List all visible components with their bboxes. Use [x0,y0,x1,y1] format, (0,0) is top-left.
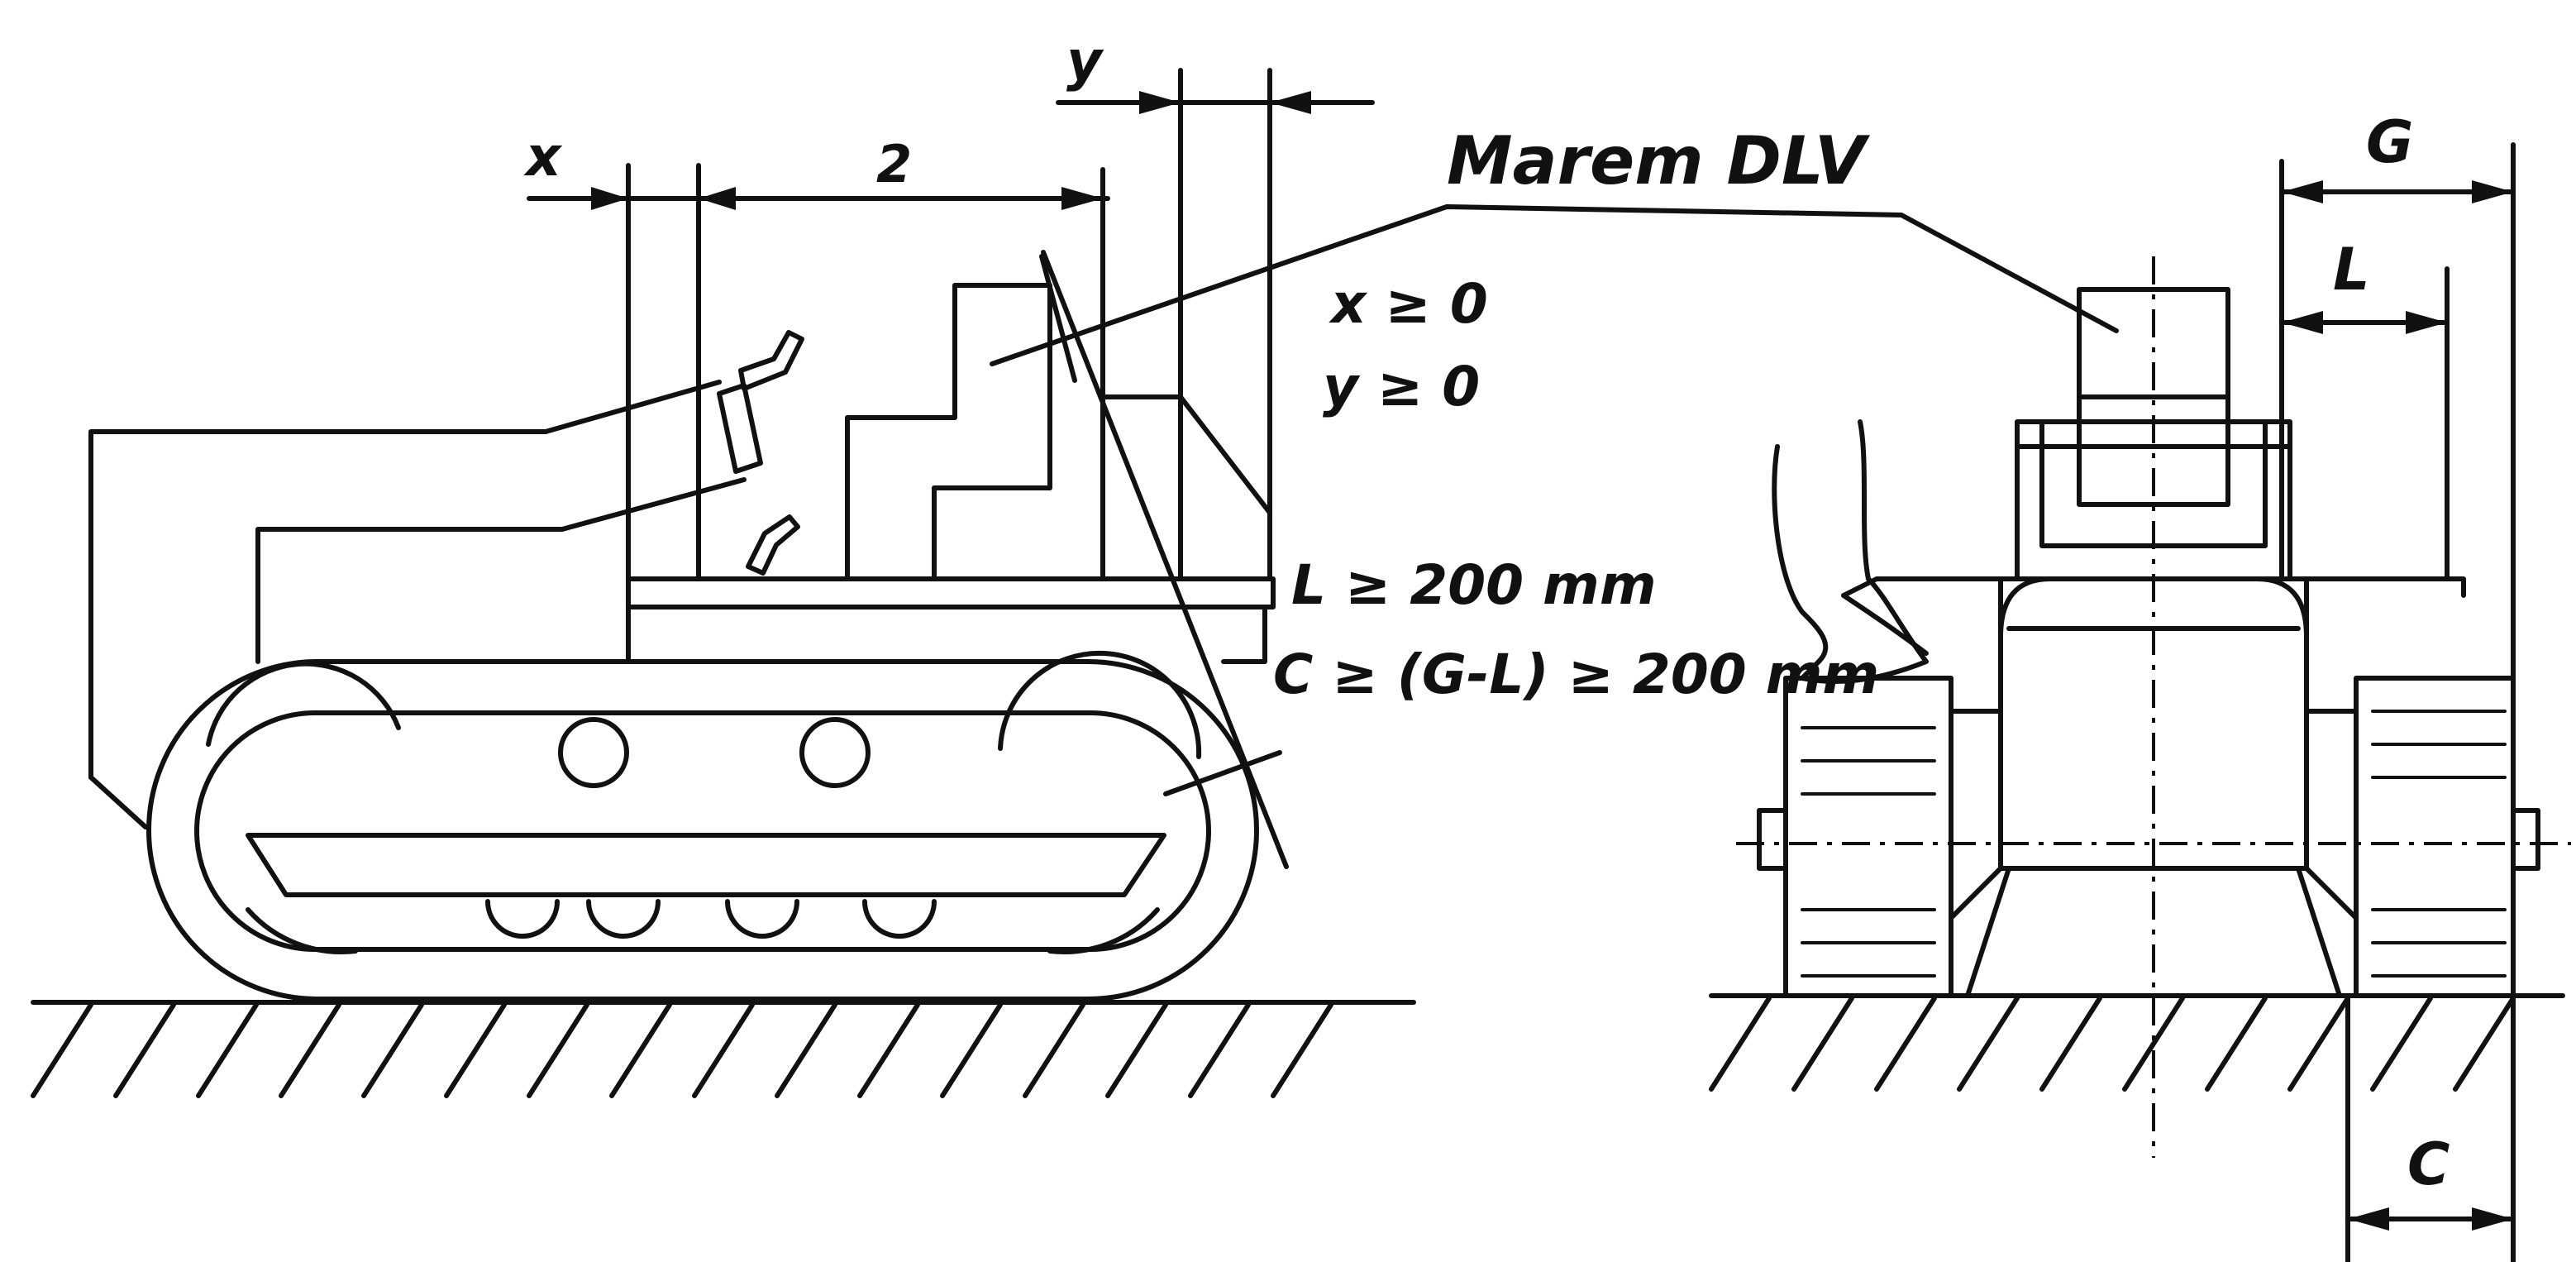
condition-c: C ≥ (G-L) ≥ 200 mm [1273,643,1879,706]
dlv-leader [990,204,2119,366]
dlv-front [2077,287,2230,507]
ground-hatch-stroke [775,1002,837,1098]
ground-hatch-stroke [1709,996,1772,1092]
ground-hatch-stroke [1791,996,1854,1092]
ground-hatch-stroke [1023,1002,1085,1098]
side-view: x 2 y [31,29,1416,1098]
ground-hatch-stroke [279,1002,341,1098]
front-view: G L C [1709,108,2571,1262]
tractor-body-side [88,330,1276,829]
ground-hatch-stroke [196,1002,259,1098]
ground-hatch-stroke [2287,996,2350,1092]
ground-hatch-stroke [361,1002,424,1098]
ground-hatch-stroke [2039,996,2102,1092]
ground-hatch-stroke [940,1002,1003,1098]
ground-hatch-stroke [1271,1002,1333,1098]
ground-hatch-stroke [2453,996,2516,1092]
ground-hatch-stroke [1105,1002,1168,1098]
condition-l: L ≥ 200 mm [1291,553,1657,617]
ground-hatch-stroke [444,1002,507,1098]
ground-hatch-stroke [857,1002,920,1098]
dlv-side [845,283,1052,581]
dlv-label: Marem DLV [1447,122,1871,199]
dim-z-label: 2 [876,134,912,194]
ground-hatch-stroke [2122,996,2185,1092]
dim-l-label: L [2333,236,2370,304]
dim-y-label: y [1066,29,1104,93]
ground-hatch-stroke [113,1002,176,1098]
operator-hand [1772,419,1929,684]
ground-hatch-stroke [1874,996,1937,1092]
condition-x: x ≥ 0 [1329,272,1488,336]
ground-hatch-stroke [1188,1002,1251,1098]
ground-hatch-stroke [2370,996,2433,1092]
ground-hatch-stroke [527,1002,589,1098]
condition-y: y ≥ 0 [1323,355,1480,418]
ground-hatch-stroke [2205,996,2268,1092]
ground-side [31,1000,1416,1098]
track-left-front [1757,676,1953,998]
cab-frame-side [1039,68,1289,869]
crawler-track-side [146,650,1259,1001]
dim-g-label: G [2366,108,2413,176]
ground-hatch-stroke [609,1002,672,1098]
dim-x-label: x [523,125,563,189]
ground-hatch-stroke [692,1002,755,1098]
dimensions-front [2279,142,2516,1262]
dimensions-side [527,91,1375,581]
dim-c-label: C [2407,1131,2450,1198]
ground-hatch-stroke [1957,996,2020,1092]
ground-front [1709,993,2565,1092]
ground-hatch-stroke [31,1002,93,1098]
